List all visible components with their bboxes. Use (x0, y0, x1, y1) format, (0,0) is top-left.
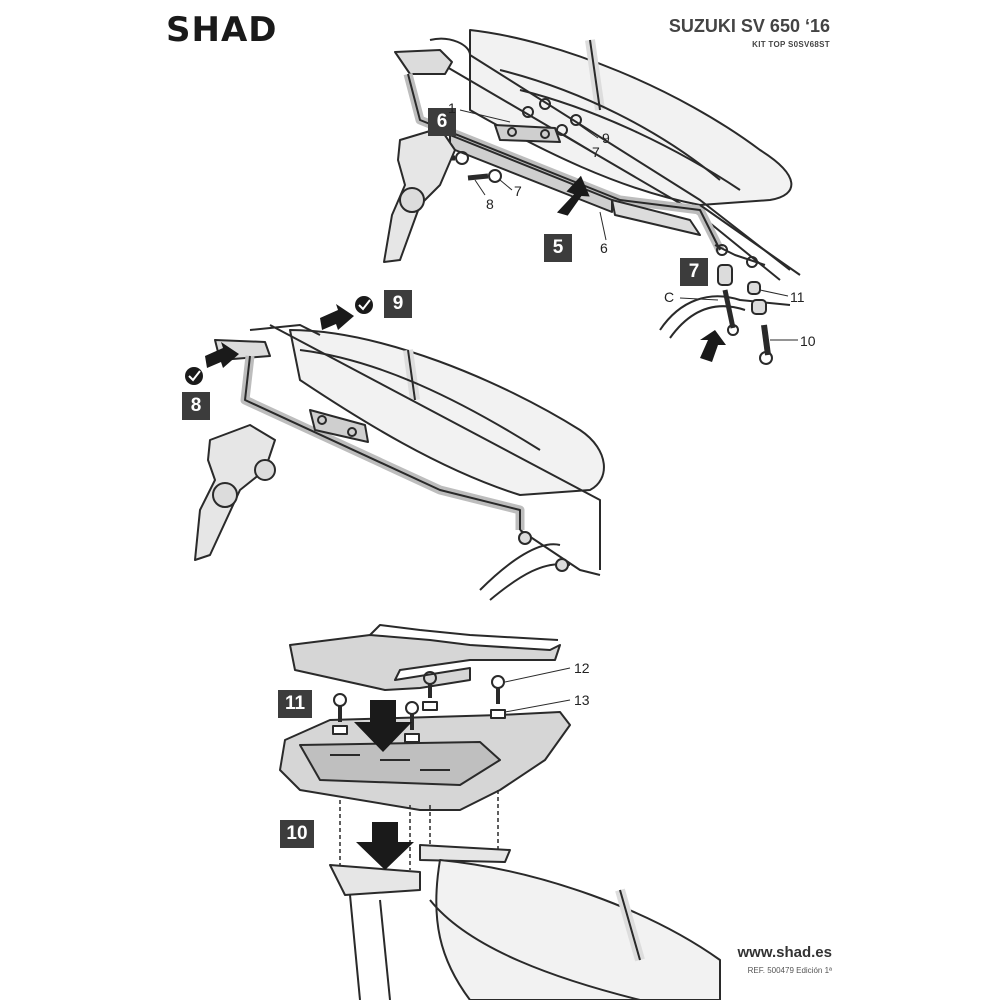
arrow-icon (354, 700, 412, 752)
diagram-plate-positioning (194, 324, 605, 601)
part-number: 13 (574, 692, 590, 708)
arrow-icon (320, 304, 354, 330)
part-number: 8 (486, 196, 494, 212)
part-number: 10 (800, 333, 816, 349)
part-number: 7 (592, 144, 600, 160)
reference-code: REF. 500479 Edición 1ª (747, 966, 832, 975)
step-8-label: 8 (182, 392, 210, 420)
model-title: SUZUKI SV 650 ‘16 (668, 16, 830, 36)
part-number: 6 (600, 240, 608, 256)
step-11-label: 11 (278, 690, 312, 718)
check-icon (355, 296, 373, 314)
part-number: 12 (574, 660, 590, 676)
part-number: 1 (448, 100, 456, 116)
part-number: C (664, 289, 675, 305)
arrow-icon (556, 175, 590, 216)
kit-code: KIT TOP S0SV68ST (752, 40, 830, 49)
arrow-icon (205, 342, 239, 368)
diagram-rail-mounting (383, 29, 801, 365)
brand-logo: SHAD (166, 10, 278, 50)
step-7-label: 7 (680, 258, 708, 286)
step-9-label: 9 (384, 290, 412, 318)
arrow-icon (356, 822, 414, 870)
diagram-top-plate (279, 624, 721, 1000)
arrow-icon (700, 330, 726, 362)
step-5-label: 5 (544, 234, 572, 262)
step-6-label: 6 (428, 108, 456, 136)
step-10-label: 10 (280, 820, 314, 848)
check-icon (185, 367, 203, 385)
part-number: 11 (790, 289, 805, 305)
part-number: 7 (514, 183, 522, 199)
website-link[interactable]: www.shad.es (737, 944, 832, 961)
part-number: 9 (602, 130, 610, 146)
